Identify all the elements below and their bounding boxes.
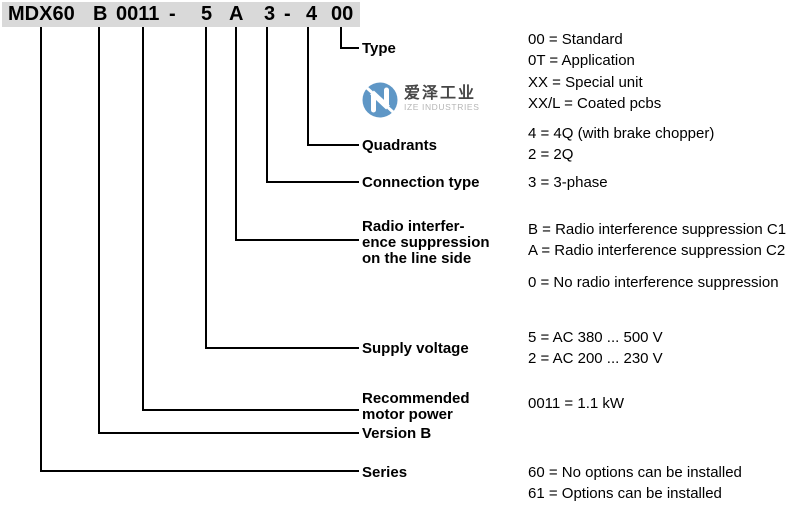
connector-voltage	[205, 27, 359, 349]
values-connection-type: 3 = 3-phase	[528, 172, 608, 193]
value-line: 2 = 2Q	[528, 146, 574, 164]
ize-logo-chinese-name: 爱泽工业	[404, 85, 477, 102]
value-line: XX = Special unit	[528, 73, 643, 91]
values-series: 60 = No options can be installed 61 = Op…	[528, 462, 742, 505]
value-line: 5 = AC 380 ... 500 V	[528, 329, 663, 346]
label-radio-line-1: Radio interfer-	[362, 218, 465, 235]
code-segment-type: 00	[331, 3, 354, 25]
ize-logo-english-name: IZE INDUSTRIES	[404, 102, 480, 112]
values-supply-voltage: 5 = AC 380 ... 500 V 2 = AC 200 ... 230 …	[528, 327, 663, 370]
connector-quadrants	[307, 27, 359, 146]
value-line: 4 = 4Q (with brake chopper)	[528, 125, 715, 142]
code-segment-motor-power: 0011	[116, 3, 160, 25]
label-recommended-motor-power: Recommended motor power	[362, 391, 470, 423]
values-motor-power: 0011 = 1.1 kW	[528, 393, 624, 414]
label-connection-line: Connection type	[362, 174, 480, 191]
value-line: 3 = 3-phase	[528, 174, 608, 191]
values-type: 00 = Standard 0T = Application XX = Spec…	[528, 29, 661, 115]
value-line: 0 = No radio interference suppression	[528, 274, 779, 291]
label-radio-line-2: ence suppression	[362, 234, 490, 251]
ize-industries-watermark: 爱泽工业 IZE INDUSTRIES	[362, 82, 479, 118]
code-segment-voltage: 5	[201, 3, 213, 25]
label-series-line: Series	[362, 464, 408, 481]
label-voltage-line: Supply voltage	[362, 340, 469, 357]
code-segment-connection: 3	[264, 3, 276, 25]
connector-connection	[266, 27, 359, 183]
label-radio-line-3: on the line side	[362, 250, 472, 267]
value-line: 0T = Application	[528, 52, 635, 70]
value-line: B = Radio interference suppression C1	[528, 221, 787, 238]
label-series: Series	[362, 465, 407, 481]
code-segment-series: MDX60	[8, 3, 75, 25]
code-segment-quadrants: 4	[306, 3, 318, 25]
value-line: 61 = Options can be installed	[528, 485, 722, 503]
value-line: 2 = AC 200 ... 230 V	[528, 350, 663, 368]
label-connection-type: Connection type	[362, 175, 480, 191]
value-line: XX/L = Coated pcbs	[528, 95, 662, 113]
label-version-b: Version B	[362, 426, 431, 442]
label-radio-interference: Radio interfer- ence suppression on the …	[362, 219, 490, 267]
connector-series	[40, 27, 359, 472]
code-separator-dash-2: -	[284, 3, 291, 25]
label-version-line: Version B	[362, 425, 432, 442]
code-segment-version: B	[93, 3, 108, 25]
ize-logo-text: 爱泽工业 IZE INDUSTRIES	[404, 82, 479, 112]
value-line: 60 = No options can be installed	[528, 464, 742, 481]
type-code-bar: MDX60 B 0011 - 5 A 3 - 4 00	[2, 2, 360, 27]
label-type: Type	[362, 41, 396, 57]
connector-motor-power	[142, 27, 359, 411]
value-line: A = Radio interference suppression C2	[528, 242, 786, 260]
label-supply-voltage: Supply voltage	[362, 341, 469, 357]
value-line: 00 = Standard	[528, 31, 623, 48]
label-quadrants: Quadrants	[362, 138, 437, 154]
code-segment-radio: A	[229, 3, 244, 25]
ize-logo-icon	[362, 82, 398, 118]
label-motor-power-line-1: Recommended	[362, 390, 470, 407]
label-type-line: Type	[362, 40, 396, 57]
label-motor-power-line-2: motor power	[362, 406, 453, 423]
value-line: 0011 = 1.1 kW	[528, 395, 625, 412]
connector-version	[98, 27, 359, 434]
values-quadrants: 4 = 4Q (with brake chopper) 2 = 2Q	[528, 123, 714, 166]
connector-radio	[235, 27, 359, 241]
values-radio-interference: B = Radio interference suppression C1 A …	[528, 219, 786, 262]
values-radio-interference-none: 0 = No radio interference suppression	[528, 272, 779, 293]
code-separator-dash-1: -	[169, 3, 176, 25]
label-quadrants-line: Quadrants	[362, 137, 438, 154]
connector-type	[340, 27, 359, 49]
